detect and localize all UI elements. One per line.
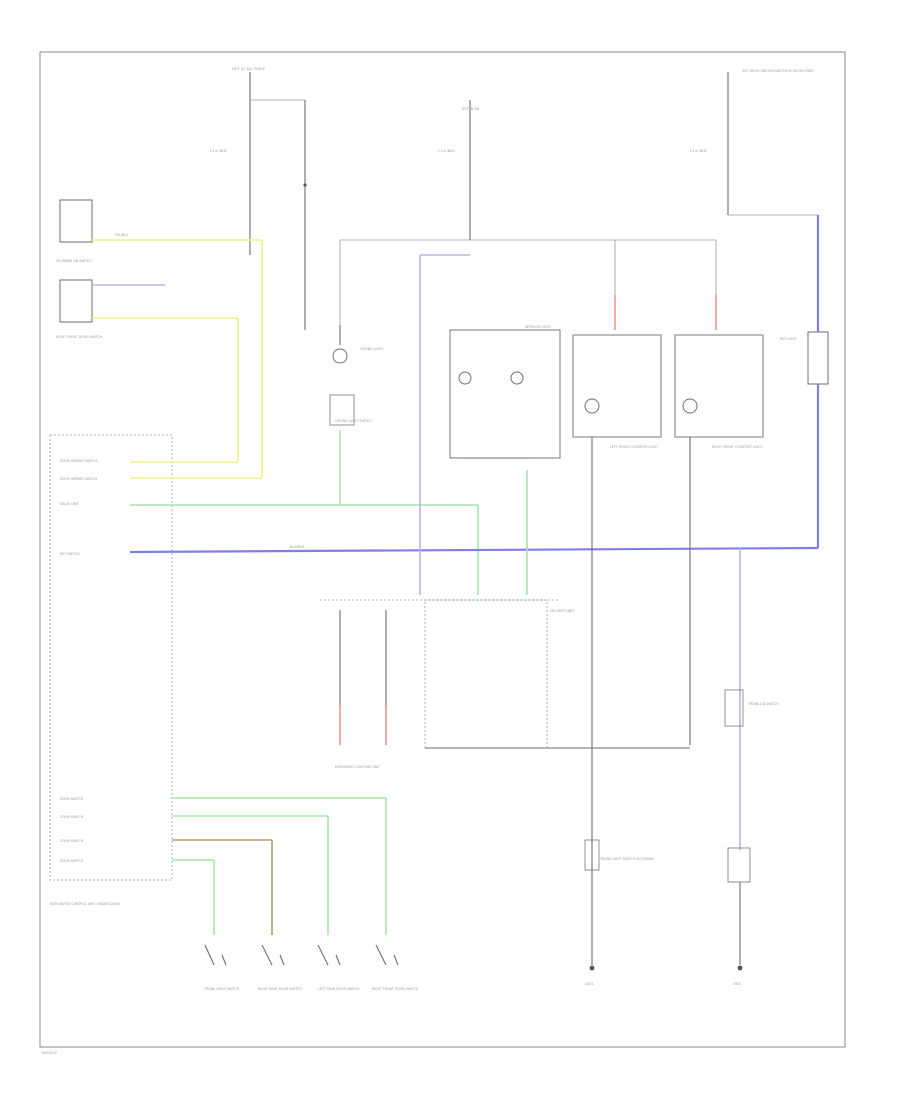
right-trunk-switch [727,847,751,883]
ground-g501 [589,965,595,971]
ground-g601-label: G601 [733,982,742,986]
bottom-switch-label-1: TRUNK LIGHT SWITCH [203,987,240,991]
trunk-switch-label: TRUNK LIGHT SWITCH (IN TRUNK) [599,857,654,861]
ceiling-light-label: CEILING LIGHT [360,347,383,351]
wire-blu-main [129,546,819,554]
left-courtesy-box [572,334,662,438]
pin-7: DOOR SWITCH [60,839,84,843]
ceiling-switch [329,394,355,426]
pin-4: KEY SWITCH [60,552,80,556]
main-wire-label: BLU/RED [290,545,304,549]
interior-bulb-2 [510,371,524,385]
interior-bulb-1 [458,371,472,385]
bottom-switch-1: TRUNK LIGHT SWITCH [203,944,240,991]
left-courtesy-label: LEFT FRONT COURTESY LIGHT [610,445,658,449]
control-unit-box [49,434,173,881]
right-courtesy-label: RIGHT FRONT COURTESY LIGHT [712,445,762,449]
hot-on-label: HOT IN ON [462,107,480,111]
bottom-switch-label-4: RIGHT FRONT DOOR SWITCH [372,987,419,991]
ceiling-light-bulb [332,348,348,364]
ceiling-switch-label: CEILING LIGHT SWITCH [335,419,372,423]
trunk-switch [584,839,600,871]
pin-1: DOOR OPENER SWITCH [60,459,98,463]
diagram-frame [39,51,846,1048]
security-unit-box [424,599,548,749]
right-courtesy-box [674,334,764,438]
illum-switch [724,689,744,727]
right-courtesy-bulb [682,398,698,414]
bottom-switch-4: RIGHT FRONT DOOR SWITCH [372,944,419,991]
ground-g601 [737,965,743,971]
ground-g501-label: G501 [585,982,594,986]
security-unit-label: SECURITY UNIT [550,609,574,613]
footer-code: W61032 [42,1051,57,1055]
illum-switch-label: TRUNK LID SWITCH [747,702,779,706]
connector-c1: C1 A (BLK) [210,149,227,153]
ajar-switch-box [59,199,93,243]
connector-c2: C1 A (BLK) [438,149,455,153]
bottom-switch-label-3: LEFT REAR DOOR SWITCH [318,987,360,991]
door-switch-box [59,279,93,323]
left-courtesy-bulb [584,398,600,414]
pin-5: DOOR SWITCH [60,797,84,801]
bottom-switch-2: RIGHT REAR DOOR SWITCH [258,944,302,991]
pin-3: DELAY UNIT [60,502,79,506]
interior-light-box [449,329,561,459]
fuse-label: HOT AT ALL TIMES [232,67,266,71]
pin-6: DOOR SWITCH [60,815,84,819]
hot-run-label: HOT WITH IGNITION SWITCH IN ON OR START [742,69,814,73]
key-light [807,331,829,385]
control-unit-label: INTEGRATED CONTROL UNIT (UNDER DASH) [50,902,120,906]
pin-2: DOOR OPENER SWITCH [60,477,98,481]
bottom-switch-label-2: RIGHT REAR DOOR SWITCH [258,987,302,991]
door-switch-label: RIGHT FRONT DOOR SWITCH [56,335,103,339]
ajar-wire-label: YEL/BLU [115,233,129,237]
emergency-label: EMERGENCY LIGHTING UNIT [335,765,380,769]
bottom-switch-3: LEFT REAR DOOR SWITCH [317,944,360,991]
interior-light-label: INTERIOR LIGHT [525,325,551,329]
pin-8: DOOR SWITCH [60,859,84,863]
connector-c3: C1 A (BLK) [690,149,707,153]
ajar-switch-label: OR BRAKE ON SWITCH [56,259,92,263]
fuse-dot [303,183,307,187]
key-light-label: KEY LIGHT [780,337,797,341]
